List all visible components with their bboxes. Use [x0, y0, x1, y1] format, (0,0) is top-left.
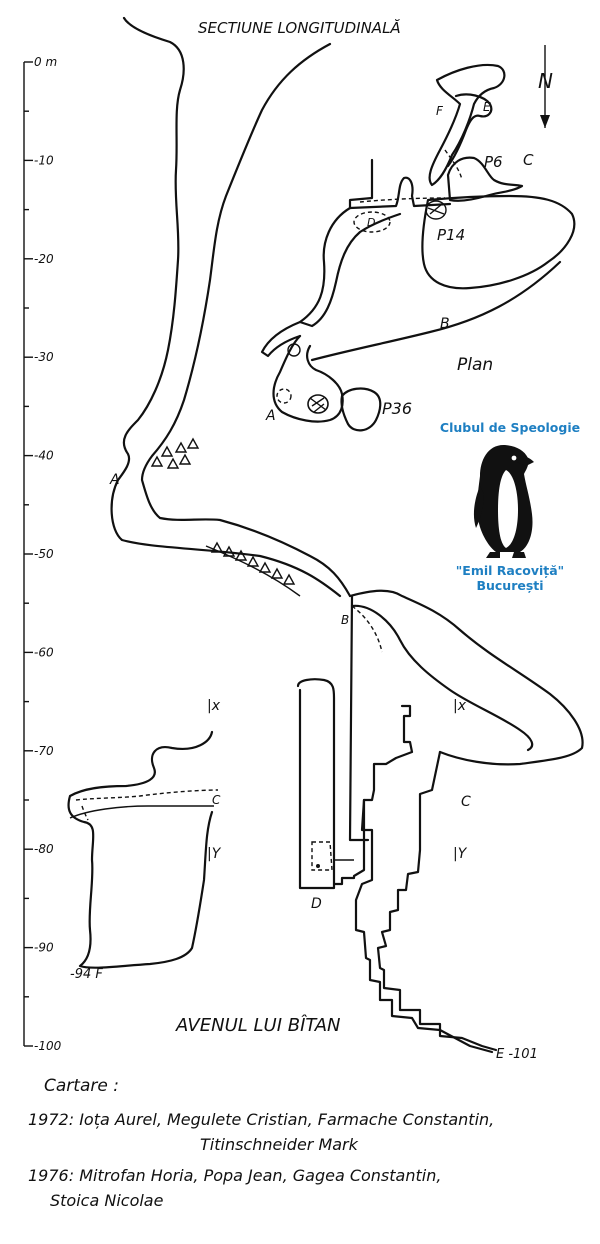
section-right-wall [140, 42, 352, 598]
credits-heading: Cartare : [44, 1076, 119, 1096]
cave-name: AVENUL LUI BÎTAN [175, 1014, 341, 1036]
plan-label-a: A [265, 408, 276, 424]
section-left-wall [110, 16, 342, 598]
plan-label-d: D [367, 216, 375, 229]
depth-scale: 0 m -10 -20 -30 -40 -50 -60 -70 -80 -90 -100 [23, 55, 62, 1053]
plan-branch-fe [428, 63, 506, 187]
plan-title: Plan [457, 355, 493, 375]
club-line-2: "Emil Racoviță" [455, 563, 565, 578]
section-lower-gallery-right [348, 589, 584, 766]
plan-gallery-upper [298, 206, 402, 328]
section-lower-gallery-inner [350, 604, 534, 752]
section-label-x: |x [453, 698, 467, 714]
plan-view: N F E P6 C D P14 B P [260, 45, 576, 432]
section-title: SECTIUNE LONGITUDINALĂ [198, 18, 401, 37]
club-name-block: Clubul de Speologie [420, 420, 600, 435]
depth-tick-label: -10 [34, 153, 54, 167]
plan-a-chamber [272, 334, 344, 423]
plan-gallery-b [310, 260, 562, 362]
north-label: N [538, 69, 553, 93]
club-penguin-logo [473, 444, 534, 558]
plan-label-p36: P36 [382, 399, 412, 418]
plan-label-c: C [523, 151, 534, 169]
depth-tick-label: -30 [34, 350, 54, 364]
plan-label-p14: P14 [437, 226, 465, 244]
breakdown-deposit-upper [150, 437, 200, 469]
club-line-1: Clubul de Speologie [439, 420, 581, 435]
plan-branch-e [446, 93, 493, 168]
section-label-e-depth: E -101 [496, 1047, 538, 1062]
section-inner-shaft-wall [332, 704, 414, 886]
depth-tick-label: 0 m [34, 55, 57, 69]
credits-1976-cont: Stoica Nicolae [50, 1191, 164, 1210]
depth-tick-label: -50 [34, 547, 54, 561]
plan-hatched-shaft [307, 394, 329, 414]
plan-label-b: B [440, 316, 450, 332]
depth-ticks: 0 m -10 -20 -30 -40 -50 -60 -70 -80 -90 -100 [24, 55, 62, 1053]
section-inset-profile [67, 730, 214, 969]
section-label-c: C [461, 794, 471, 810]
plan-d-chamber [353, 211, 391, 233]
plan-p36-shaft [340, 387, 382, 432]
credits-1972: 1972: Ioța Aurel, Megulete Cristian, Far… [28, 1110, 495, 1129]
club-line-3: București [476, 578, 544, 593]
plan-label-p6: P6 [484, 153, 503, 171]
section-label-x-inset: |x [207, 698, 221, 714]
survey-credits: Cartare : 1972: Ioța Aurel, Megulete Cri… [28, 1076, 598, 1210]
plan-label-f: F [436, 104, 444, 118]
depth-tick-label: -80 [34, 842, 54, 856]
credits-1972-cont: Titinschneider Mark [200, 1135, 358, 1154]
club-name-block-lower: "Emil Racoviță" București [420, 563, 600, 593]
breakdown-deposit-lower [205, 541, 301, 597]
depth-tick-label: -100 [34, 1039, 62, 1053]
plan-label-e: E [483, 100, 491, 114]
credits-1976: 1976: Mitrofan Horia, Popa Jean, Gagea C… [28, 1166, 442, 1185]
depth-tick-label: -60 [34, 645, 54, 659]
depth-tick-label: -20 [34, 252, 54, 266]
longitudinal-section: A B C C D |x |x |Y |Y -94 F E -101 [67, 16, 584, 1062]
section-label-a: A [109, 472, 120, 488]
section-label-f-depth: -94 F [70, 967, 103, 982]
section-label-c-inset: C [212, 793, 221, 807]
section-d-shaft [296, 678, 336, 890]
plan-d-connector [348, 158, 452, 210]
section-label-d: D [311, 896, 322, 912]
section-stepped-shaft-e [376, 750, 498, 1052]
depth-tick-label: -70 [34, 744, 54, 758]
section-label-y: |Y [453, 846, 468, 862]
section-label-b: B [341, 613, 349, 627]
depth-tick-label: -90 [34, 941, 54, 955]
depth-tick-label: -40 [34, 449, 54, 463]
north-arrow-icon: N [538, 45, 553, 128]
section-label-y-inset: |Y [207, 846, 222, 862]
plan-main-chamber [421, 194, 576, 290]
plan-p6-arm [446, 156, 524, 202]
